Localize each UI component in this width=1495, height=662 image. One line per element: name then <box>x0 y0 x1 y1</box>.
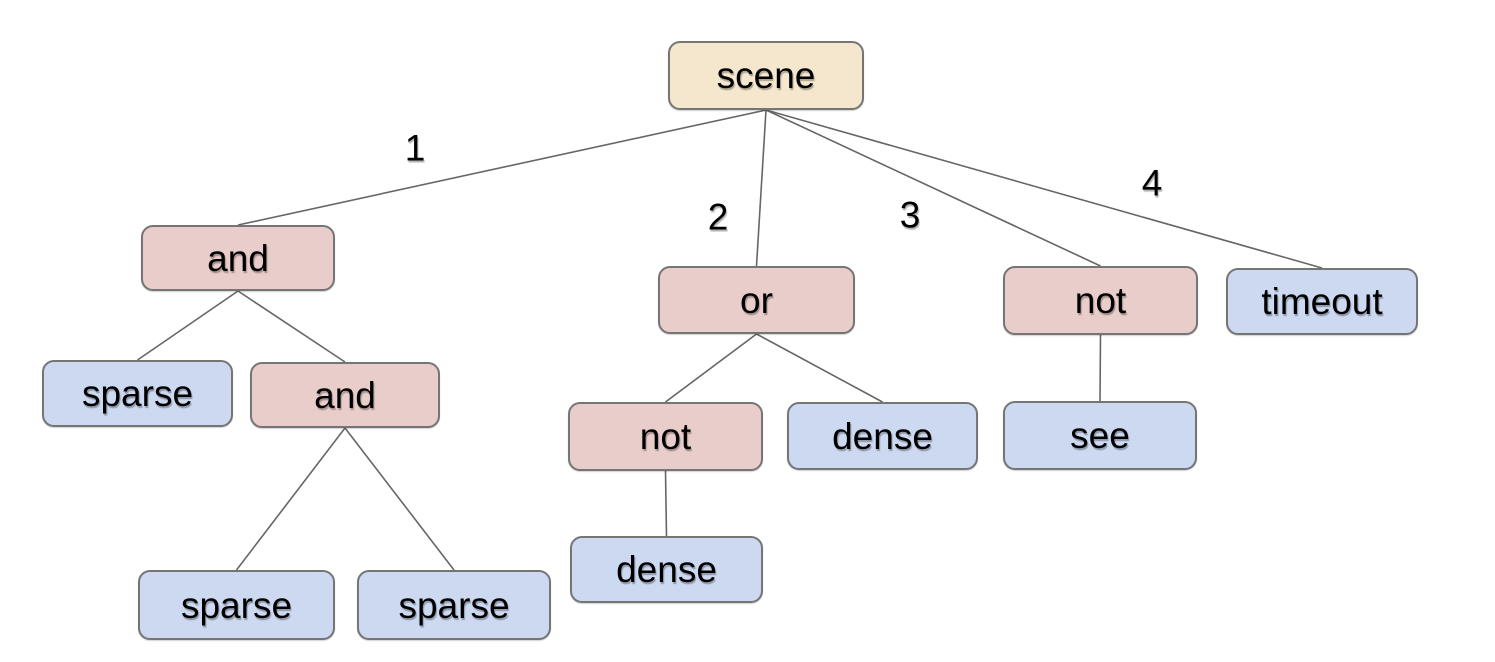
node-sparse-bottom-left: sparse <box>138 570 335 640</box>
node-scene: scene <box>668 41 864 110</box>
edge-and-2-to-sparse-bottom-mid <box>344 427 455 571</box>
node-label: or <box>740 279 773 321</box>
node-see: see <box>1003 401 1197 470</box>
edge-label-1: 1 <box>404 127 426 169</box>
node-label: and <box>207 237 269 279</box>
node-label: timeout <box>1261 281 1383 322</box>
edge-scene-to-or <box>755 109 767 267</box>
node-label: sparse <box>81 373 194 414</box>
node-label: not <box>1074 280 1127 321</box>
node-and-1: and <box>141 225 335 291</box>
node-label: not <box>639 416 692 457</box>
edge-and-1-to-and-2 <box>237 290 346 363</box>
node-sparse-left: sparse <box>42 360 233 427</box>
edge-or-to-not-mid <box>665 333 757 403</box>
edge-scene-to-and-1 <box>237 109 767 226</box>
node-not-right: not <box>1003 266 1198 335</box>
edge-or-to-dense-right <box>756 333 883 403</box>
edge-label-3: 3 <box>899 194 921 236</box>
node-and-2: and <box>250 362 440 428</box>
node-timeout: timeout <box>1226 268 1418 335</box>
node-sparse-bottom-mid: sparse <box>357 570 551 640</box>
node-dense-bottom: dense <box>570 536 763 603</box>
edge-label-2: 2 <box>707 196 729 238</box>
node-label: sparse <box>398 584 510 626</box>
edge-not-right-to-see <box>1099 334 1102 402</box>
edge-scene-to-timeout <box>765 109 1323 269</box>
node-or: or <box>658 266 855 334</box>
node-label: sparse <box>180 584 293 626</box>
edge-label-4: 4 <box>1141 162 1163 204</box>
edge-not-mid-to-dense-bottom <box>664 470 668 537</box>
node-label: scene <box>716 55 816 96</box>
edge-and-1-to-sparse-left <box>137 290 239 361</box>
node-dense-right: dense <box>787 402 978 470</box>
edge-scene-to-not-right <box>765 109 1101 267</box>
node-not-mid: not <box>568 402 763 471</box>
edge-and-2-to-sparse-bottom-left <box>235 427 346 571</box>
node-label: and <box>314 374 376 416</box>
node-label: see <box>1070 415 1130 456</box>
node-label: dense <box>616 549 717 590</box>
node-label: dense <box>832 415 933 457</box>
